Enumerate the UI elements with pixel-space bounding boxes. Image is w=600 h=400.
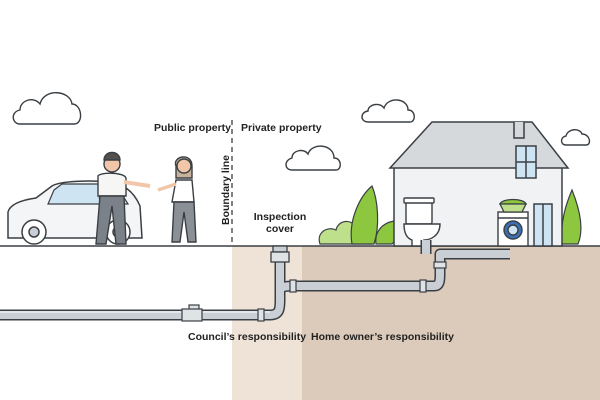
- toilet-icon: [403, 197, 441, 247]
- councils-responsibility-label: Council’s responsibility: [188, 331, 307, 343]
- cloud-icon: [285, 145, 341, 171]
- private-ground-area: [302, 246, 600, 400]
- pipe-fill: [0, 240, 510, 319]
- pipe-joints: [181, 261, 447, 322]
- inspection-cover-label-line1: Inspection: [253, 211, 307, 223]
- cloud-icon: [560, 129, 591, 146]
- sewer-pipe-network: [0, 240, 510, 321]
- public-ground-area: [232, 246, 302, 400]
- cloud-icon: [12, 92, 82, 125]
- private-property-label: Private property: [241, 122, 322, 134]
- person-icon: [157, 156, 197, 243]
- cloud-icon: [361, 99, 415, 123]
- washing-machine-icon: [497, 211, 529, 247]
- home-owners-responsibility-label: Home owner’s responsibility: [311, 331, 454, 343]
- inspection-cover-label-line2: cover: [265, 223, 295, 235]
- public-property-label: Public property: [154, 122, 232, 134]
- boundary-line-label: Boundary line: [220, 155, 232, 226]
- laundry-basket-icon: [498, 198, 528, 213]
- person-icon: [95, 151, 151, 245]
- inspection-cover-cap: [270, 245, 290, 263]
- shrub-icon: [318, 185, 582, 245]
